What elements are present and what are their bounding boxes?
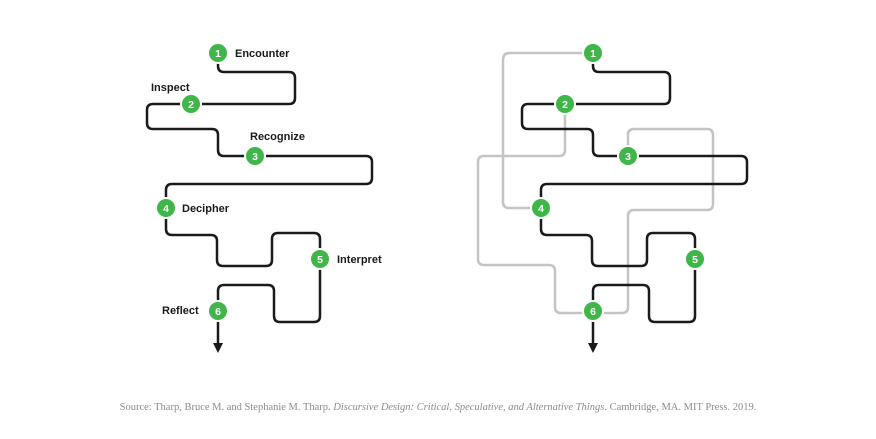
right-node-3: 3 bbox=[617, 145, 639, 167]
left-node-4-number: 4 bbox=[163, 203, 169, 215]
left-diagram: 1 Encounter 2 Inspect 3 Recognize 4 Deci… bbox=[145, 42, 382, 353]
left-node-5-number: 5 bbox=[317, 254, 323, 266]
caption-prefix: Source: Tharp, Bruce M. and Stephanie M.… bbox=[119, 402, 334, 413]
source-caption: Source: Tharp, Bruce M. and Stephanie M.… bbox=[0, 402, 876, 413]
right-node-4: 4 bbox=[530, 197, 552, 219]
label-interpret: Interpret bbox=[337, 254, 382, 266]
label-inspect: Inspect bbox=[151, 82, 190, 94]
label-decipher: Decipher bbox=[182, 203, 230, 215]
label-reflect: Reflect bbox=[162, 305, 199, 317]
right-node-5: 5 bbox=[684, 248, 706, 270]
left-node-3-number: 3 bbox=[252, 151, 258, 163]
left-process-path bbox=[145, 53, 374, 353]
left-node-1: 1 bbox=[207, 42, 229, 64]
left-node-1-number: 1 bbox=[215, 48, 221, 60]
left-node-6: 6 bbox=[207, 300, 229, 322]
left-node-5: 5 bbox=[309, 248, 331, 270]
label-recognize: Recognize bbox=[250, 131, 305, 143]
left-node-2: 2 bbox=[180, 93, 202, 115]
right-node-6: 6 bbox=[582, 300, 604, 322]
right-node-3-number: 3 bbox=[625, 151, 631, 163]
right-node-1: 1 bbox=[582, 42, 604, 64]
left-node-3: 3 bbox=[244, 145, 266, 167]
caption-suffix: . Cambridge, MA. MIT Press. 2019. bbox=[604, 402, 757, 413]
left-node-4: 4 bbox=[155, 197, 177, 219]
right-node-2: 2 bbox=[554, 93, 576, 115]
right-alternate-path bbox=[476, 51, 715, 315]
label-encounter: Encounter bbox=[235, 48, 290, 60]
right-node-4-number: 4 bbox=[538, 203, 544, 215]
right-node-2-number: 2 bbox=[562, 99, 568, 111]
right-node-5-number: 5 bbox=[692, 254, 698, 266]
left-node-6-number: 6 bbox=[215, 306, 221, 318]
right-node-6-number: 6 bbox=[590, 306, 596, 318]
right-diagram: 1 2 3 4 5 6 bbox=[476, 42, 749, 353]
left-node-2-number: 2 bbox=[188, 99, 194, 111]
right-node-1-number: 1 bbox=[590, 48, 596, 60]
caption-book-title: Discursive Design: Critical, Speculative… bbox=[333, 402, 605, 413]
